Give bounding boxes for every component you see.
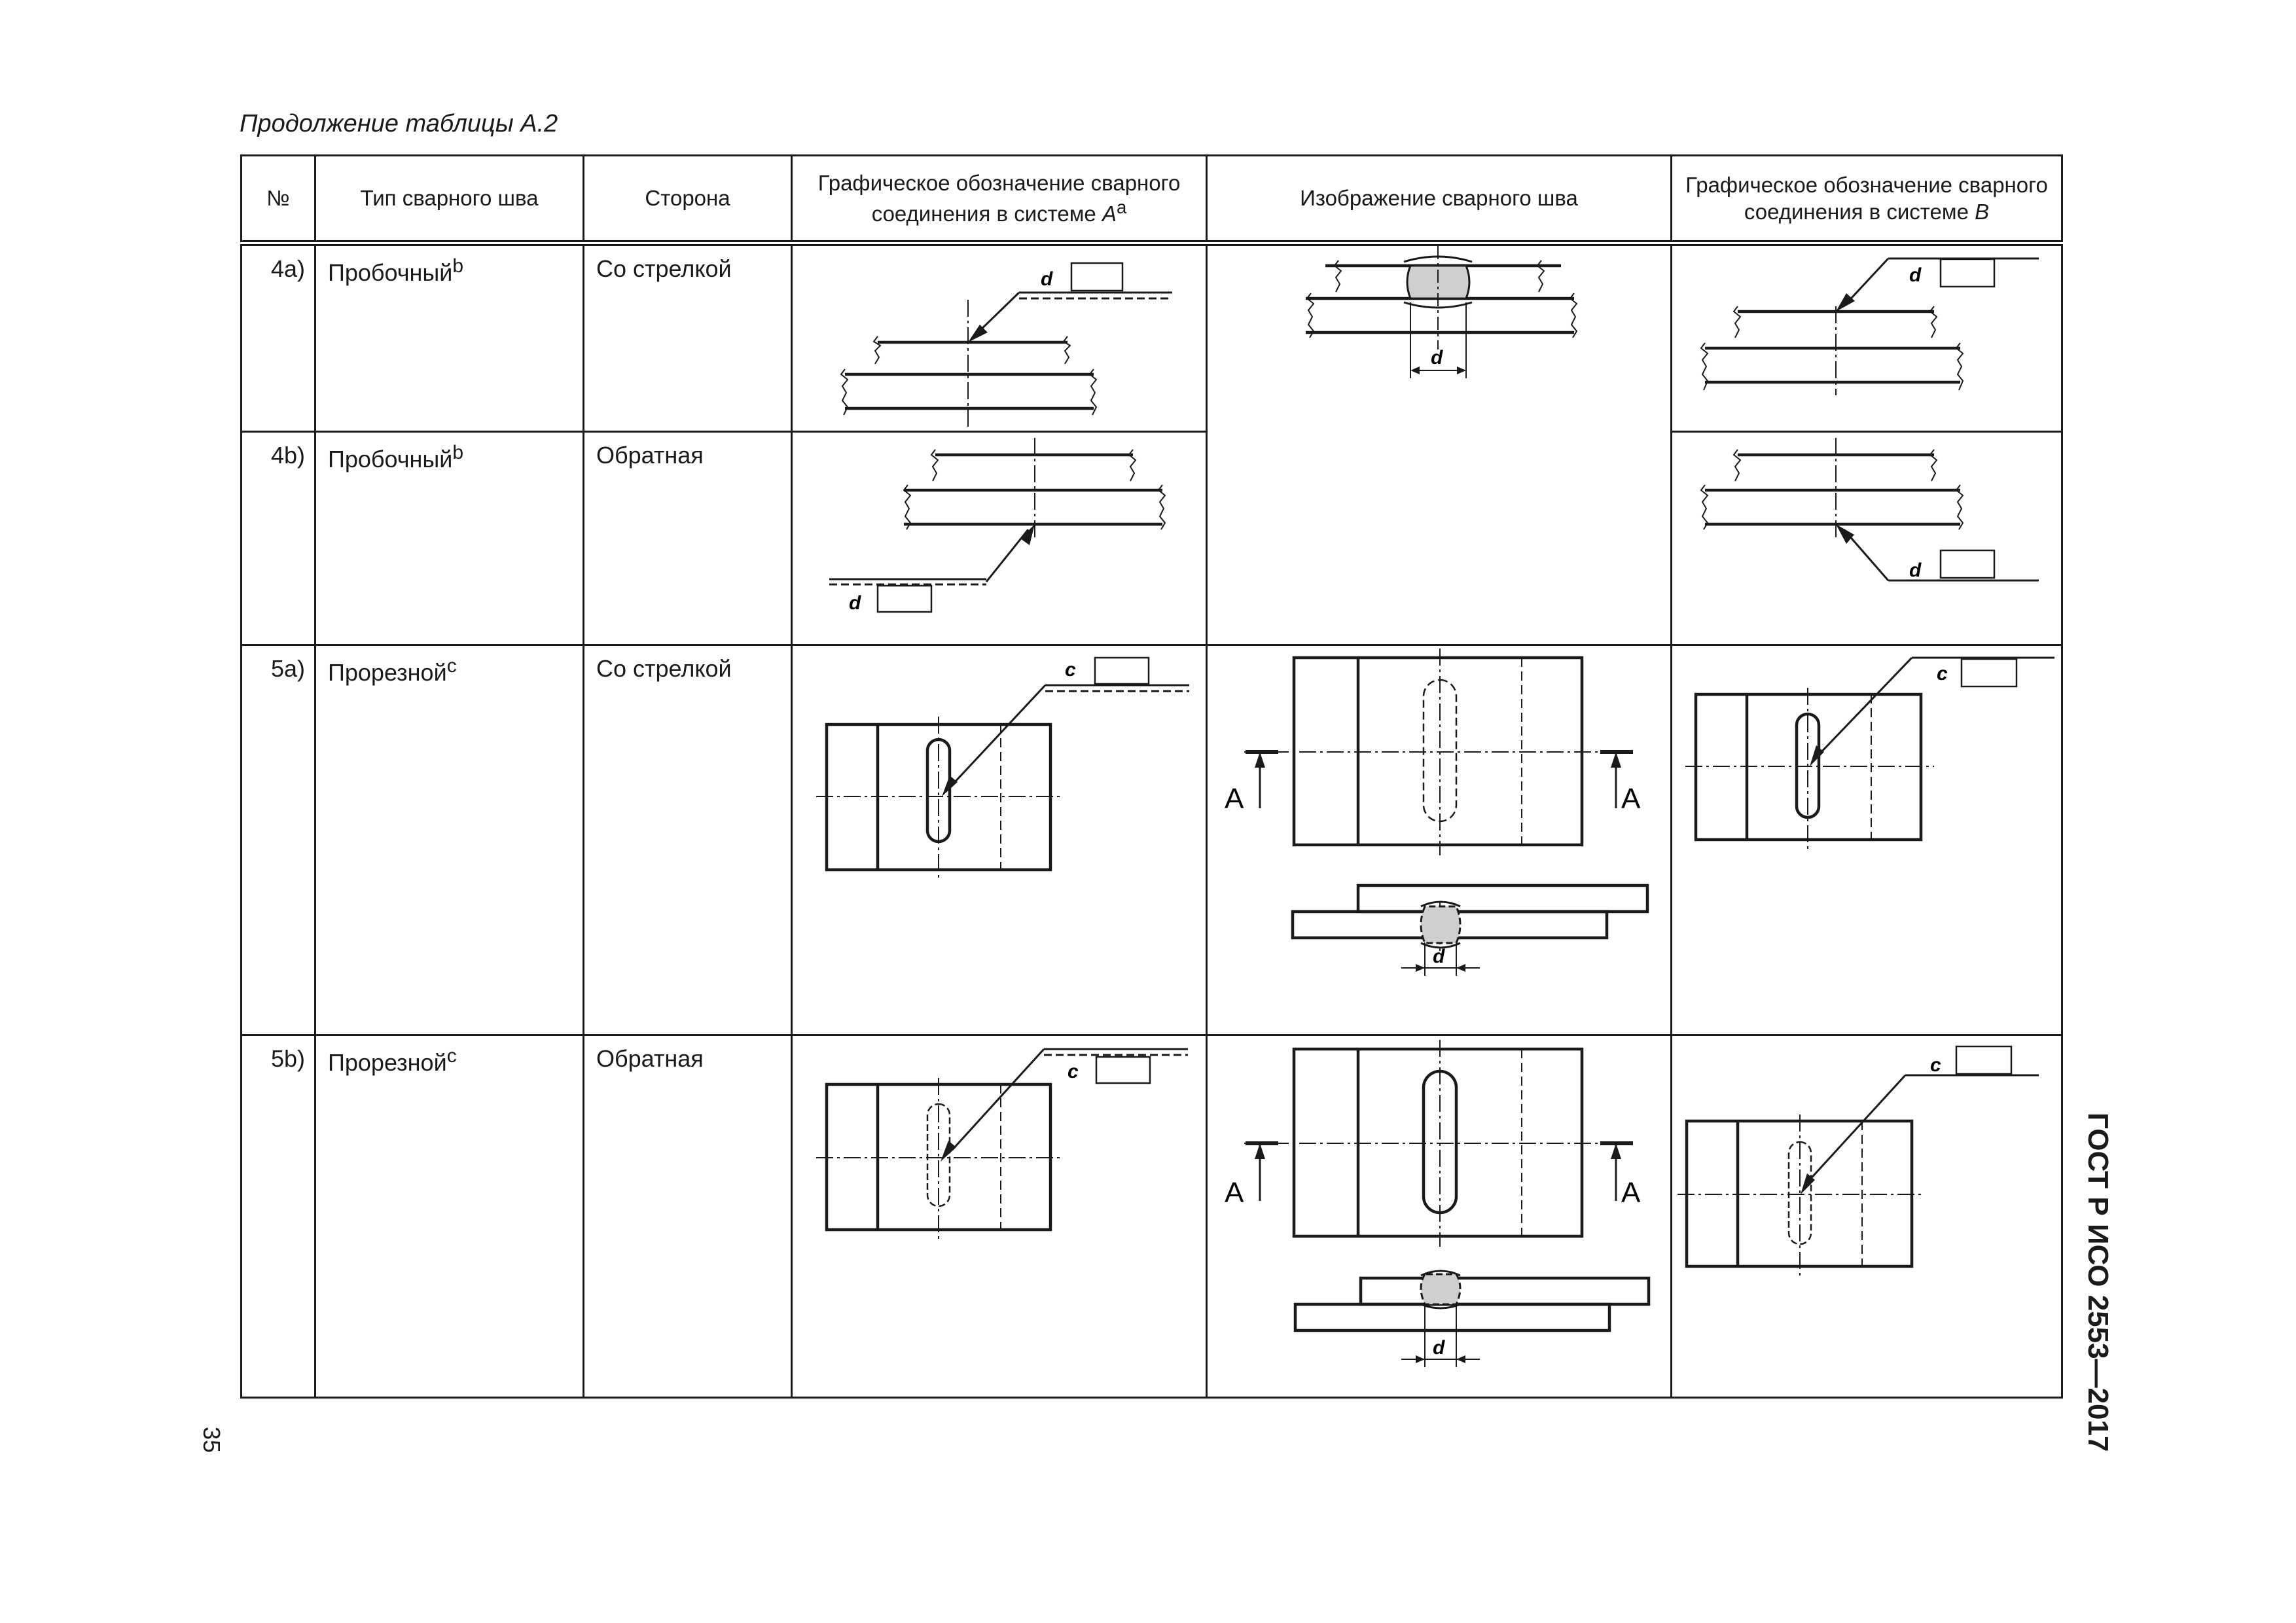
diameter-label: d [1909,264,1922,286]
plug-weld-image-diagram: d [1306,246,1578,378]
slot-weld-system-b-other-side-diagram: c [1677,1045,2039,1275]
table-row: 5b) Прорезнойc Обратная [240,1034,2063,1399]
header-weld-type: Тип сварного шва [314,154,584,246]
section-label-left: A [1225,783,1244,815]
weld-symbol-table: № Тип сварного шва Сторона Графическое о… [240,154,2063,1399]
plug-weld-system-b-other-side-diagram: d [1700,438,2039,582]
slot-weld-system-b-arrow-side-diagram: c [1685,656,2054,849]
row-number: 4b) [240,431,316,646]
header-side: Сторона [583,154,793,246]
diameter-label: d [1909,560,1922,581]
diameter-label: d [1433,946,1445,967]
page-number: 35 [198,1427,225,1454]
diameter-label: d [849,592,861,614]
header-system-b: Графическое обозначение свар­ного соедин… [1670,154,2063,246]
weld-side: Со стрелкой [583,242,793,433]
diameter-label: d [1041,268,1053,290]
symbol-a-4a: d [791,242,1208,433]
row-number: 5b) [240,1034,316,1399]
symbol-b-5b: c [1670,1034,2063,1399]
row-number: 4a) [240,242,316,433]
diameter-label: d [1431,347,1443,368]
slot-width-label: c [1937,663,1948,685]
plug-weld-arrow-side-diagram: d [840,262,1172,428]
slot-weld-image-diagram: A A d [1225,649,1649,976]
section-label-left: A [1225,1177,1244,1209]
weld-image-5b: A A d [1206,1034,1672,1399]
symbol-b-4a: d [1670,242,2063,433]
weld-side: Со стрелкой [583,644,793,1036]
header-weld-image: Изображение сварного шва [1206,154,1672,246]
table-row: 4b) Пробочныйb Обратная [240,431,2063,646]
table-row: 4a) Пробочныйb Со стрелкой [240,242,2063,646]
section-label-right: A [1621,1177,1641,1209]
weld-side: Обратная [583,431,793,646]
row-number: 5a) [240,644,316,1036]
slot-weld-other-side-diagram: c [816,1048,1188,1239]
standard-identifier: ГОСТ Р ИСО 2553—2017 [2082,1113,2114,1452]
slot-weld-arrow-side-diagram: c [816,656,1189,879]
slot-width-label: c [1930,1054,1941,1076]
symbol-b-4b: d [1670,431,2063,646]
symbol-a-4b: d [791,431,1208,646]
plug-weld-system-b-arrow-side-diagram: d [1700,257,2039,395]
symbol-a-5b: c [791,1034,1208,1399]
plug-weld-other-side-diagram: d [829,438,1166,614]
slot-width-label: c [1067,1061,1079,1082]
slot-weld-image-diagram: A A d [1225,1040,1651,1367]
symbol-b-5a: c [1670,644,2063,1036]
header-num: № [240,154,316,246]
table-caption: Продолжение таблицы А.2 [240,110,558,137]
weld-image-5a: A A d [1206,644,1672,1036]
weld-type: Прорезнойc [314,644,584,1036]
header-system-a: Графическое обозначение сварного соедине… [791,154,1208,246]
weld-type: Прорезнойc [314,1034,584,1399]
section-label-right: A [1621,783,1641,815]
symbol-a-5a: c [791,644,1208,1036]
weld-type: Пробочныйb [314,431,584,646]
weld-side: Обратная [583,1034,793,1399]
weld-type: Пробочныйb [314,242,584,433]
table-row: 5a) Прорезнойc Со стрелкой [240,644,2063,1036]
weld-image-4: d [1206,242,1672,646]
diameter-label: d [1433,1337,1445,1359]
slot-width-label: c [1065,659,1076,681]
